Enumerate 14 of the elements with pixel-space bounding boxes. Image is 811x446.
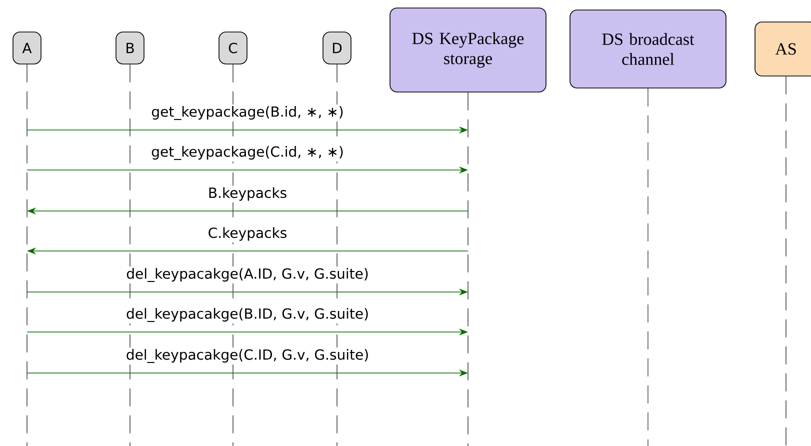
participant-box: DS broadcast channel: [570, 10, 726, 88]
edge-label: del_keypacakge(C.ID, G.v, G.suite): [126, 349, 368, 363]
edge-label: B.keypacks: [209, 187, 286, 201]
edge-label: C.keypacks: [208, 227, 286, 241]
participant-box: DS KeyPackage storage: [390, 8, 546, 92]
edge-label: get_keypackage(C.id, ∗, ∗): [152, 146, 343, 160]
edge-label: get_keypackage(B.id, ∗, ∗): [152, 106, 343, 120]
edge-label: del_keypacakge(B.ID, G.v, G.suite): [126, 308, 368, 322]
edge-label: del_keypacakge(A.ID, G.v, G.suite): [126, 268, 368, 282]
participant-box: A: [12, 32, 42, 64]
participant-box: AS: [754, 22, 811, 76]
participant-box: C: [218, 32, 248, 64]
participant-box: B: [116, 32, 144, 64]
participant-box: D: [322, 32, 352, 64]
